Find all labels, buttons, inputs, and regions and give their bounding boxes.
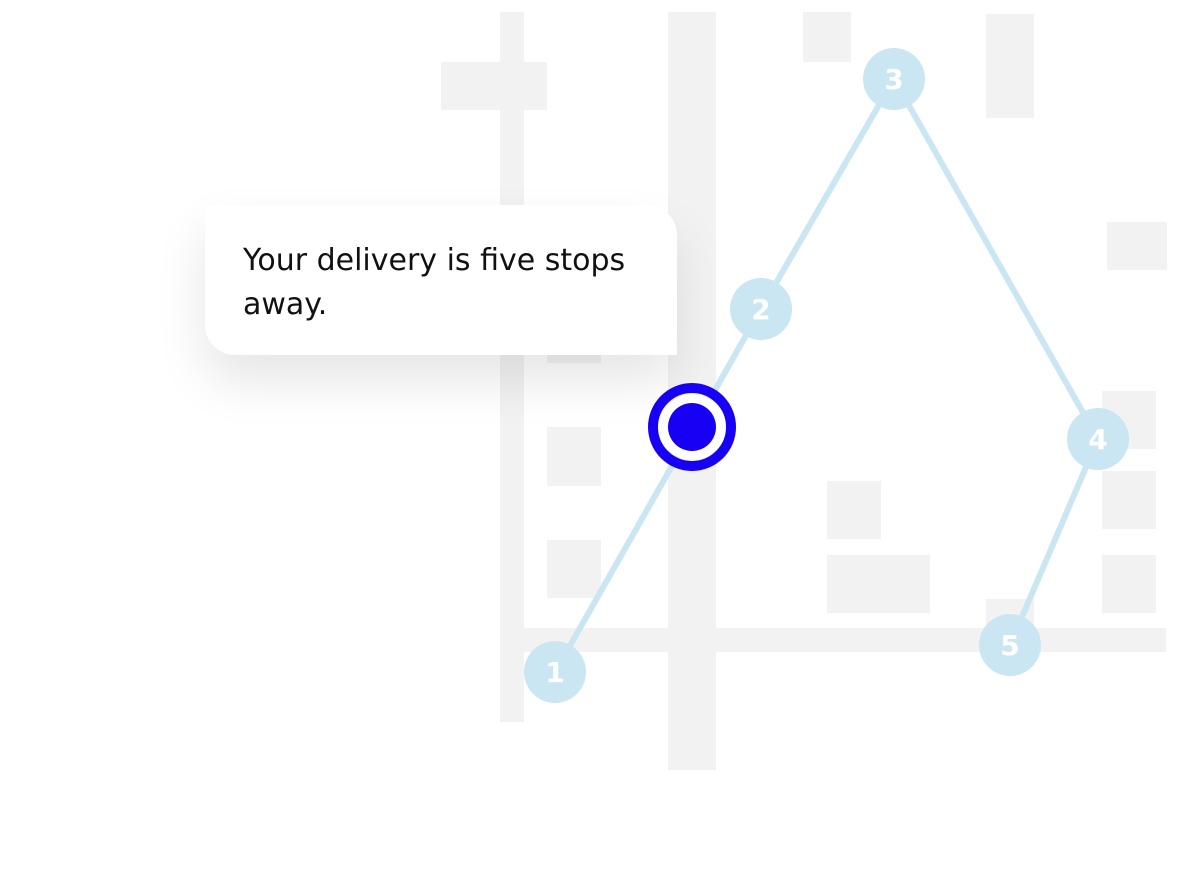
building-block <box>547 427 601 486</box>
stop-circle[interactable] <box>863 48 925 110</box>
route-stop-marker[interactable]: 4 <box>1067 408 1129 470</box>
street <box>500 12 524 722</box>
route-stop-marker[interactable]: 1 <box>524 641 586 703</box>
route-segment <box>552 306 764 675</box>
route-stop-marker[interactable]: 3 <box>863 48 925 110</box>
building-block <box>986 14 1034 118</box>
delivery-route <box>552 76 1101 675</box>
stop-circle[interactable] <box>979 614 1041 676</box>
building-block <box>1102 555 1156 613</box>
street <box>524 628 1166 652</box>
stop-number: 5 <box>1000 629 1019 662</box>
stop-number: 1 <box>545 656 564 689</box>
current-location-outer-ring <box>648 383 736 471</box>
stop-number: 2 <box>751 293 770 326</box>
route-segment <box>891 76 1101 442</box>
building-block <box>827 555 930 613</box>
delivery-status-message: Your delivery is five stops away. <box>243 243 626 322</box>
stop-circle[interactable] <box>524 641 586 703</box>
building-block <box>547 540 601 598</box>
route-stops: 1 2 3 4 5 <box>524 48 1129 703</box>
stop-number: 4 <box>1088 423 1107 456</box>
stop-number: 3 <box>884 63 903 96</box>
delivery-status-card: Your delivery is five stops away. <box>205 205 677 355</box>
building-block <box>803 12 851 62</box>
stop-circle[interactable] <box>730 278 792 340</box>
building-block <box>1102 471 1156 529</box>
route-segment <box>758 76 897 312</box>
current-location-marker-icon[interactable] <box>648 383 736 471</box>
route-stop-marker[interactable]: 5 <box>979 614 1041 676</box>
building-block <box>1107 222 1167 270</box>
stop-circle[interactable] <box>1067 408 1129 470</box>
building-block <box>441 62 547 110</box>
route-segment <box>1007 436 1101 648</box>
route-stop-marker[interactable]: 2 <box>730 278 792 340</box>
current-location-dot <box>668 403 716 451</box>
building-block <box>827 481 881 539</box>
